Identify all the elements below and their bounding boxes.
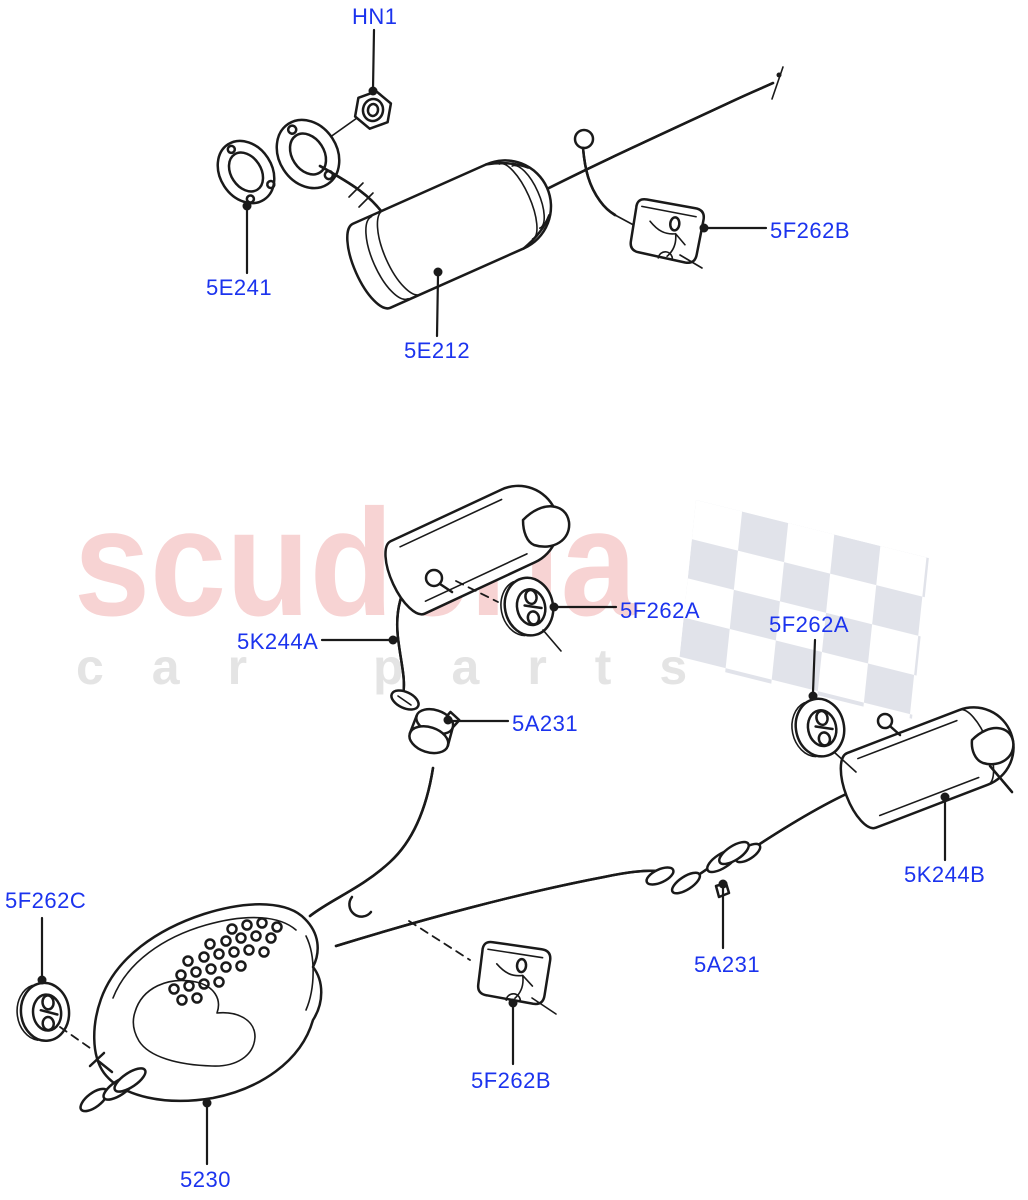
flange-gasket-5E241 <box>216 139 276 205</box>
main-muffler-body-5230 <box>93 903 323 1103</box>
rubber-isolator-5F262C <box>16 981 71 1042</box>
flange-nut-HN1 <box>353 90 393 130</box>
part-label-hn1[interactable]: HN1 <box>352 4 398 29</box>
rear-muffler-outlet-flap <box>970 726 1015 766</box>
bracket-tail-line-2 <box>531 997 557 1015</box>
assembly-dashed-line-1 <box>455 580 499 603</box>
pin-stub <box>438 582 454 594</box>
isolator-tail-line-2 <box>833 751 857 773</box>
catalytic-converter-5E212 <box>346 159 553 310</box>
part-label-isolator-5f262c[interactable]: 5F262C <box>5 888 87 913</box>
center-outlet-pipe <box>334 866 675 948</box>
part-label-catalytic-5e212[interactable]: 5E212 <box>404 338 471 363</box>
front-muffler-hanger-pin <box>424 568 444 588</box>
front-muffler-outlet-flap <box>521 505 571 548</box>
pipe-hook-hanger <box>348 895 373 918</box>
part-label-muffler-5k244b[interactable]: 5K244B <box>904 862 986 887</box>
isolator-tail-line <box>542 629 562 652</box>
part-label-bracket-5f262b-front[interactable]: 5F262B <box>770 218 851 243</box>
part-label-clamp-5a231-center[interactable]: 5A231 <box>512 711 579 736</box>
hanger-rod <box>581 146 642 230</box>
rear-muffler-hanger-pin <box>876 712 894 730</box>
callout-leaders <box>37 28 950 1166</box>
pipe-hanger-pin <box>573 128 595 150</box>
v-band-clamp <box>88 1051 147 1101</box>
part-label-isolator-5f262a-center[interactable]: 5F262A <box>620 598 701 623</box>
hanger-bracket-5F262B-front <box>629 198 706 264</box>
intermediate-pipe <box>537 66 784 195</box>
front-muffler-pipe-5K244A <box>390 563 421 711</box>
assembly-dashed-line-2 <box>408 920 471 961</box>
main-muffler-inlet-pipe <box>308 766 435 918</box>
part-label-gasket-5e241[interactable]: 5E241 <box>206 275 273 300</box>
pin-stub-2 <box>889 725 902 737</box>
assembly-dashed-line-3 <box>59 1026 91 1049</box>
bracket-tail-line <box>679 254 703 269</box>
part-label-bracket-5f262b-center[interactable]: 5F262B <box>471 1068 552 1093</box>
pipe-clamp-5A231-center <box>408 707 461 755</box>
watermark-tagline-text: car parts <box>76 639 736 695</box>
part-label-isolator-5f262a-rear[interactable]: 5F262A <box>769 612 850 637</box>
rubber-isolator-5F262A-center <box>500 576 555 637</box>
pipe-flange <box>275 118 341 190</box>
rubber-isolator-5F262A-rear <box>791 697 846 758</box>
sleeve-clamp-5A231-rear <box>670 840 751 899</box>
part-label-muffler-5230[interactable]: 5230 <box>180 1167 231 1192</box>
perforation-holes <box>168 917 283 1006</box>
rear-tailpipe-stub <box>988 764 1014 794</box>
part-label-clamp-5a231-rear[interactable]: 5A231 <box>694 952 761 977</box>
part-label-pipe-5k244a[interactable]: 5K244A <box>237 629 319 654</box>
rear-pipe <box>734 785 864 864</box>
hanger-bracket-5F262B-center <box>476 940 552 1006</box>
rear-muffler-body-5K244B <box>839 706 1015 830</box>
